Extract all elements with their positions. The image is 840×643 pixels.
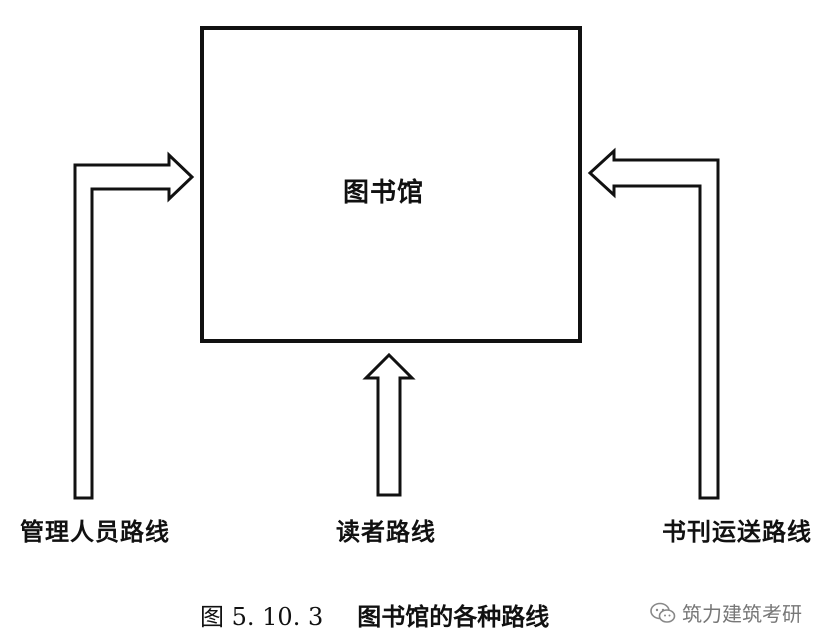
figure-number: 图 5. 10. 3 [200,603,324,631]
figure-title: 图书馆的各种路线 [357,602,550,631]
wechat-icon [650,602,676,623]
library-box [200,26,582,343]
library-label: 图书馆 [343,178,425,208]
management-route-arrow [73,151,195,500]
book-delivery-route-arrow [587,147,720,500]
reader-route-arrow [362,352,416,497]
reader-route-label: 读者路线 [336,518,436,546]
watermark: 筑力建筑考研 [650,598,802,627]
management-route-label: 管理人员路线 [20,518,170,546]
watermark-text: 筑力建筑考研 [682,602,802,626]
figure-caption: 图 5. 10. 3 图书馆的各种路线 [200,597,549,632]
book-delivery-route-label: 书刊运送路线 [662,518,812,546]
